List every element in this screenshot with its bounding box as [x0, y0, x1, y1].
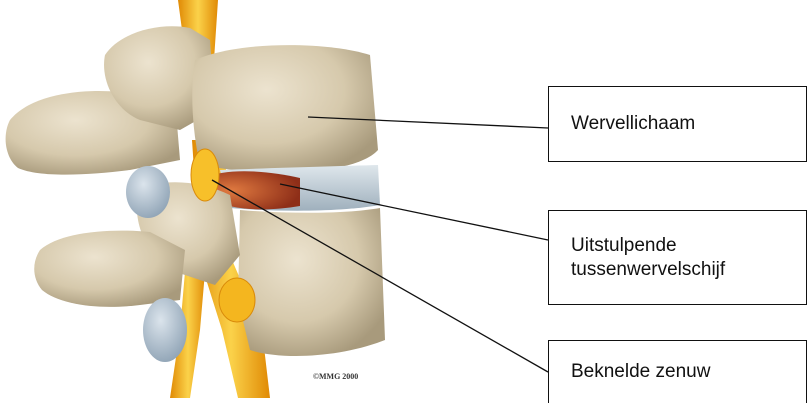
lower-transverse-process — [34, 231, 185, 307]
pinched-nerve-root — [191, 149, 219, 201]
label-bulging-disc-line1: Uitstulpende — [571, 234, 725, 258]
label-bulging-disc-line2: tussenwervelschijf — [571, 258, 725, 282]
label-pinched-nerve-text: Beknelde zenuw — [571, 360, 710, 384]
copyright-notice: ©MMG 2000 — [313, 372, 358, 381]
label-vertebral-body: Wervellichaam — [548, 86, 807, 162]
label-pinched-nerve: Beknelde zenuw — [548, 340, 807, 403]
label-bulging-disc: Uitstulpende tussenwervelschijf — [548, 210, 807, 305]
label-bulging-disc-text: Uitstulpende tussenwervelschijf — [571, 234, 725, 282]
lower-vertebral-body — [238, 208, 385, 356]
label-vertebral-body-text: Wervellichaam — [571, 112, 695, 136]
upper-vertebral-body — [192, 45, 378, 173]
upper-facet-cartilage — [126, 166, 170, 218]
nerve-ganglion — [219, 278, 255, 322]
lower-facet-cartilage — [143, 298, 187, 362]
